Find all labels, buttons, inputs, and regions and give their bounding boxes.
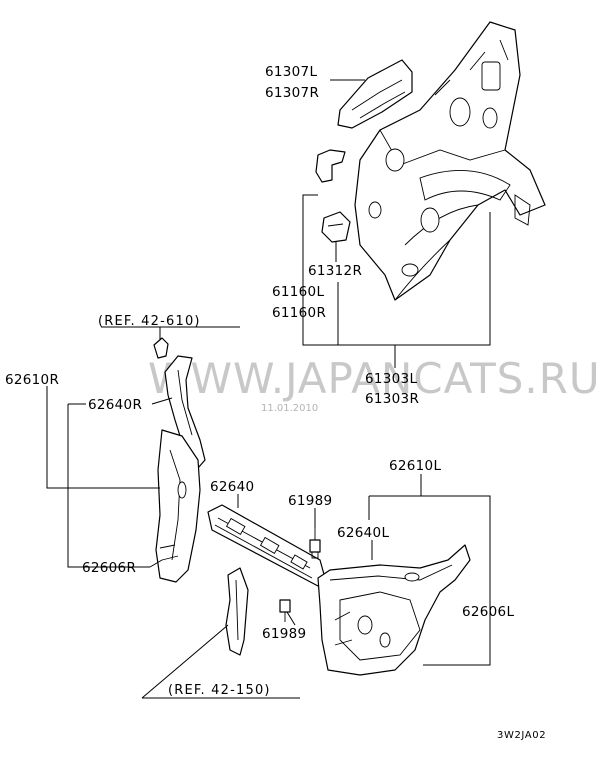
label-62610r: 62610R (5, 372, 59, 388)
label-62640r: 62640R (88, 397, 142, 413)
leader-lines (46, 79, 491, 699)
label-61307r: 61307R (265, 85, 319, 101)
part-61989-bolt-upper (309, 528, 321, 559)
label-61303r: 61303R (365, 391, 419, 407)
label-62606r: 62606R (82, 560, 136, 576)
part-61989-bolt-lower (279, 599, 291, 622)
label-61312r: 61312R (308, 263, 362, 279)
part-ref-clip (153, 337, 169, 359)
ref-42-150: (REF. 42-150) (168, 683, 271, 698)
label-62640: 62640 (210, 479, 254, 495)
part-61303-wheelhouse (354, 21, 546, 301)
label-61989-lower: 61989 (262, 626, 306, 642)
label-61160r: 61160R (272, 305, 326, 321)
part-61307-bracket (337, 59, 413, 129)
label-62640l: 62640L (337, 525, 389, 541)
part-62640-crossmember (207, 504, 326, 587)
part-62640r-pillar (164, 355, 206, 469)
figure-code: 3W2JA02 (497, 730, 546, 741)
part-lower-stay (225, 567, 249, 656)
label-62606l: 62606L (462, 604, 514, 620)
label-61303l: 61303L (365, 371, 417, 387)
part-62606r-panel (155, 429, 201, 583)
label-61989-upper: 61989 (288, 493, 332, 509)
part-labels: 61307L 61307R 61312R 61160L 61160R 61303… (5, 64, 546, 741)
ref-42-610: (REF. 42-610) (98, 314, 201, 329)
label-62610l: 62610L (389, 458, 441, 474)
part-61312r-bracket (321, 211, 351, 243)
part-62610l-side (317, 544, 471, 676)
watermark: WWW.JAPANCATS.RU (148, 354, 600, 403)
part-61160-clip (315, 149, 346, 183)
date-stamp: 11.01.2010 (261, 403, 318, 414)
label-61160l: 61160L (272, 284, 324, 300)
label-61307l: 61307L (265, 64, 317, 80)
